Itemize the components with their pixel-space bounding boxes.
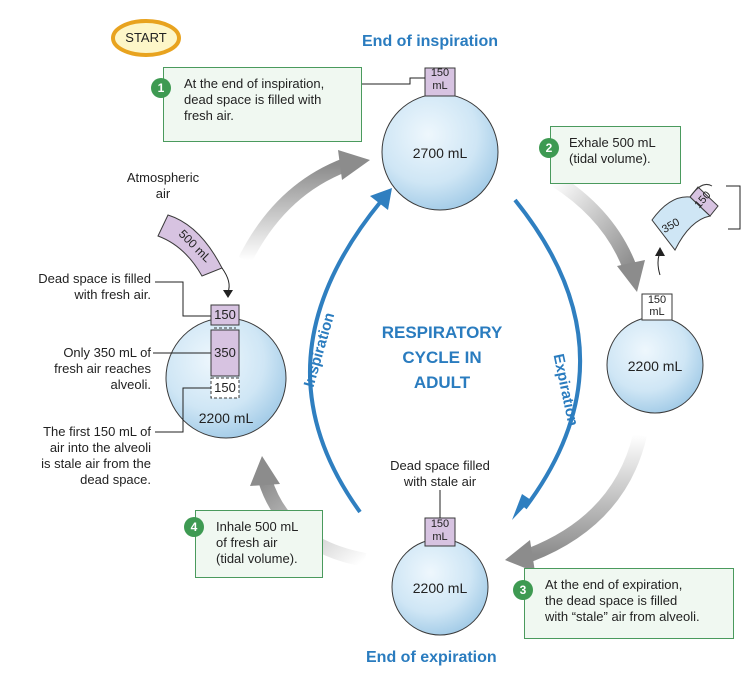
center-title: RESPIRATORY CYCLE IN ADULT <box>362 320 522 395</box>
title-end-of-inspiration: End of inspiration <box>362 33 498 50</box>
lung-left <box>165 304 287 439</box>
gray-arrow-top-to-right <box>551 174 637 271</box>
blue-cycle-arrows <box>308 188 582 520</box>
step-4-line-3: (tidal volume). <box>216 551 298 566</box>
dead-space-bottom-label: 150 mL <box>425 518 455 544</box>
gray-arrowhead-left <box>250 456 280 486</box>
dead-space-top-value: 150 <box>430 67 450 79</box>
dead-space-right-value: 150 <box>647 294 667 306</box>
column-top-150 <box>210 304 240 326</box>
annotation-first-150-1: The first 150 mL of <box>43 424 151 439</box>
atmospheric-line-2: air <box>155 186 171 201</box>
lung-top-volume: 2700 mL <box>412 145 468 161</box>
step-4-number: 4 <box>184 517 204 537</box>
dead-space-bottom <box>424 517 456 547</box>
gray-arrow-right-to-bottom <box>527 433 647 562</box>
center-line-1: RESPIRATORY <box>381 323 503 342</box>
lung-right-volume: 2200 mL <box>627 358 683 374</box>
lung-top <box>381 67 499 211</box>
step-1-box: At the end of inspiration, dead space is… <box>163 67 362 142</box>
lung-right <box>606 293 704 414</box>
fresh-air-segment <box>157 214 223 277</box>
column-350 <box>210 329 240 377</box>
annotation-dead-fresh-2: with fresh air. <box>74 287 151 302</box>
step-3-number: 3 <box>513 580 533 600</box>
gray-arrowhead-bottom <box>505 540 535 572</box>
step-2-line-1: Exhale 500 mL <box>569 135 656 150</box>
center-line-2: CYCLE IN <box>402 348 482 367</box>
dead-space-top-unit: mL <box>432 80 448 92</box>
annotation-first-150: The first 150 mL of air into the alveoli… <box>6 424 151 488</box>
arrow-fresh-to-column <box>221 267 230 293</box>
gray-arrowhead-right <box>617 260 645 292</box>
inspiration-arrowhead <box>370 188 392 210</box>
inspiration-arc <box>308 198 384 514</box>
dead-space-bottom-unit: mL <box>432 531 448 543</box>
step-2-number: 2 <box>539 138 559 158</box>
annotation-dead-space-stale: Dead space filled with stale air <box>375 458 505 490</box>
center-line-3: ADULT <box>413 373 471 392</box>
lung-bottom <box>391 517 489 636</box>
step-1-line-3: fresh air. <box>184 108 234 123</box>
annotation-dead-space-fresh: Dead space is filled with fresh air. <box>6 271 151 303</box>
gray-arrowhead-top <box>338 150 370 180</box>
atmospheric-air-label: Atmospheric air <box>113 170 213 202</box>
step-2-box: Exhale 500 mL (tidal volume). <box>550 126 681 184</box>
annotation-first-150-2: air into the alveoli <box>49 440 151 455</box>
leader-lines <box>153 77 441 518</box>
annotation-only-350-3: alveoli. <box>110 377 151 392</box>
dead-space-right-unit: mL <box>649 306 665 318</box>
annotation-first-150-3: is stale air from the <box>41 456 151 471</box>
start-label: START <box>125 30 167 45</box>
step-1-line-2: dead space is filled with <box>184 92 322 107</box>
expiration-arrowhead <box>512 494 531 520</box>
dead-space-right-label: 150 mL <box>642 294 672 318</box>
step-4-line-1: Inhale 500 mL <box>216 519 299 534</box>
annotation-dead-stale-1: Dead space filled <box>390 458 490 473</box>
exhaled-segment <box>651 183 741 276</box>
step-1-line-1: At the end of inspiration, <box>184 76 325 91</box>
gray-flow-arrows <box>238 150 647 572</box>
step-4-box: Inhale 500 mL of fresh air (tidal volume… <box>195 510 323 578</box>
title-end-of-expiration: End of expiration <box>366 649 497 666</box>
lung-left-volume: 2200 mL <box>198 410 254 426</box>
annotation-only-350-1: Only 350 mL of <box>63 345 151 360</box>
annotation-dead-fresh-1: Dead space is filled <box>38 271 151 286</box>
dead-space-right <box>641 293 673 321</box>
column-middle-label: 350 <box>214 345 236 360</box>
dead-space-top <box>424 67 456 97</box>
annotation-first-150-4: dead space. <box>80 472 151 487</box>
step-3-line-3: with “stale” air from alveoli. <box>545 609 700 624</box>
lung-bottom-volume: 2200 mL <box>412 580 468 596</box>
column-bottom-label: 150 <box>214 380 236 395</box>
step-4-line-2: of fresh air <box>216 535 278 550</box>
step-1-number: 1 <box>151 78 171 98</box>
expiration-arc <box>513 198 582 510</box>
annotation-dead-stale-2: with stale air <box>403 474 477 489</box>
gray-arrow-left-to-top <box>238 158 348 264</box>
step-3-line-2: the dead space is filled <box>545 593 678 608</box>
annotation-only-350-2: fresh air reaches <box>54 361 151 376</box>
start-badge <box>111 19 181 57</box>
column-top-label: 150 <box>214 307 236 322</box>
atmospheric-line-1: Atmospheric <box>126 170 200 185</box>
dead-space-bottom-value: 150 <box>430 518 450 530</box>
annotation-only-350: Only 350 mL of fresh air reaches alveoli… <box>6 345 151 393</box>
step-3-line-1: At the end of expiration, <box>545 577 683 592</box>
step-3-box: At the end of expiration, the dead space… <box>524 568 734 639</box>
dead-space-top-label: 150 mL <box>425 67 455 93</box>
step-2-line-2: (tidal volume). <box>569 151 651 166</box>
